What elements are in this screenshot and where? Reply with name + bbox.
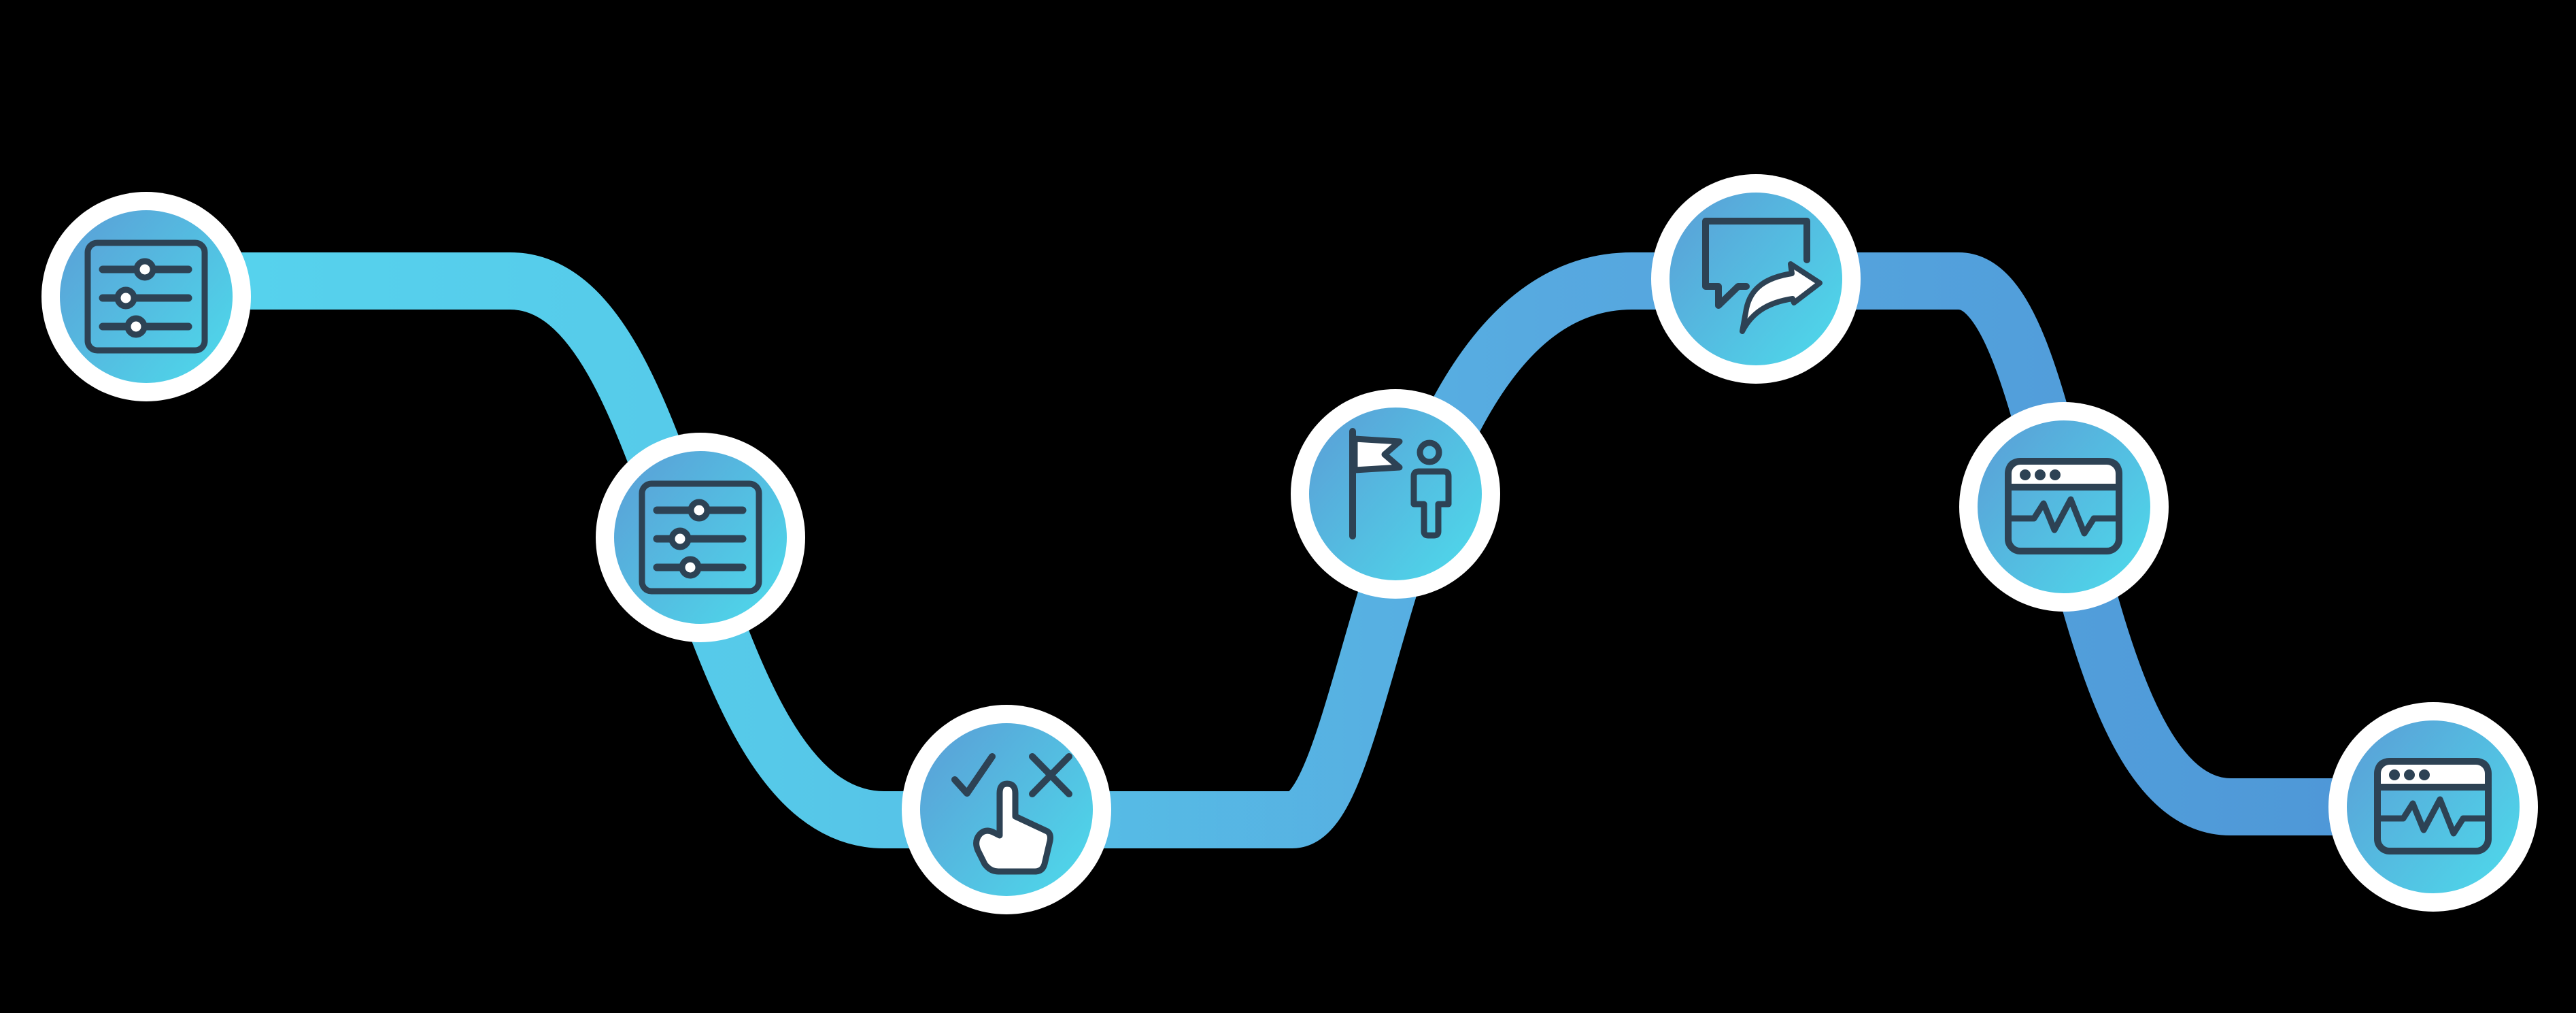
node-disc xyxy=(1670,193,1842,365)
flow-nodes-layer xyxy=(41,174,2538,914)
flow-node-2 xyxy=(596,433,805,642)
flow-node-3 xyxy=(902,705,1111,914)
flow-node-4 xyxy=(1291,389,1500,599)
node-disc xyxy=(1309,408,1482,580)
flow-node-5 xyxy=(1651,174,1861,384)
flow-node-1 xyxy=(41,192,251,401)
flow-node-6 xyxy=(1959,402,2169,612)
flow-node-7 xyxy=(2328,702,2538,912)
